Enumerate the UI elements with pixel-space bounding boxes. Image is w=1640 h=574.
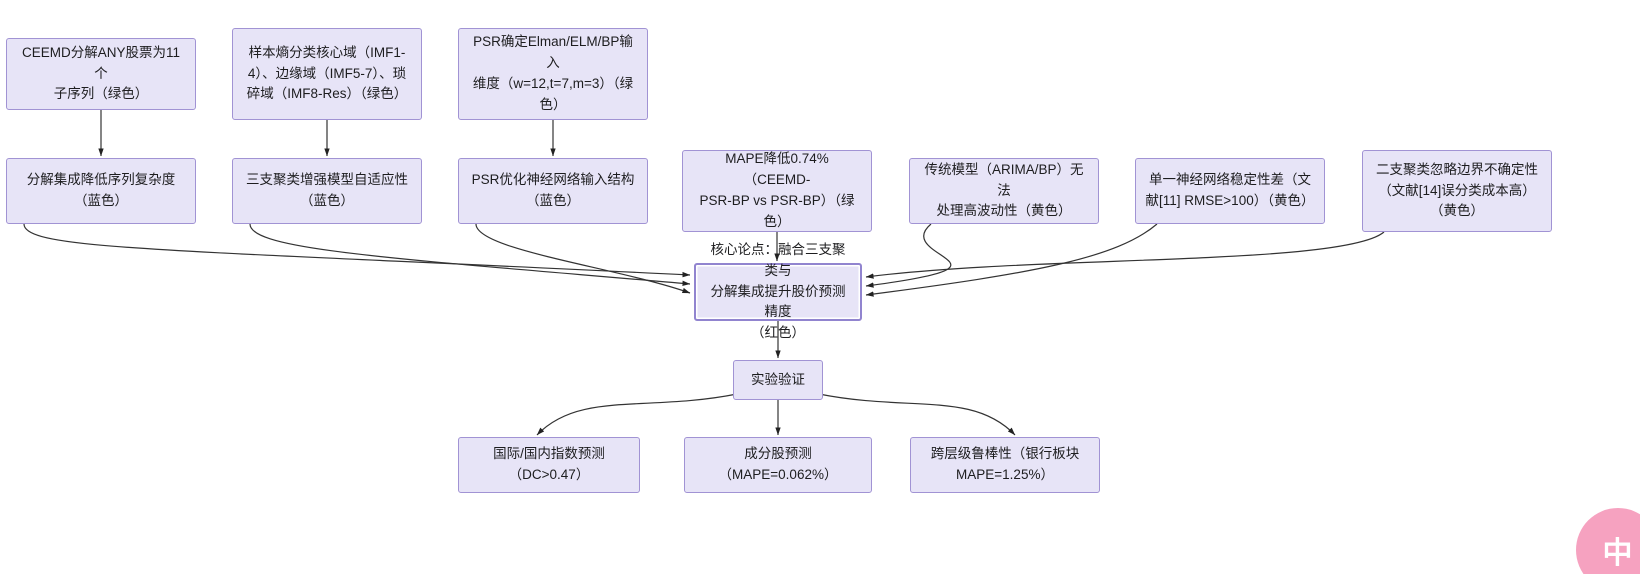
node-label: 传统模型（ARIMA/BP）无法 处理高波动性（黄色） xyxy=(924,161,1084,219)
watermark-badge: 中 xyxy=(1576,508,1640,574)
edge-n10-to-core xyxy=(865,231,1385,279)
watermark-text: 中 xyxy=(1602,537,1634,570)
node-n8[interactable]: 传统模型（ARIMA/BP）无法 处理高波动性（黄色） xyxy=(909,158,1099,224)
node-label: 实验验证 xyxy=(751,371,805,387)
node-n10[interactable]: 二支聚类忽略边界不确定性 （文献[14]误分类成本高） （黄色） xyxy=(1362,150,1552,232)
edge-verify-to-r1 xyxy=(536,393,738,436)
node-n6[interactable]: PSR优化神经网络输入结构 （蓝色） xyxy=(458,158,648,224)
node-label: 单一神经网络稳定性差（文 献[11] RMSE>100）（黄色） xyxy=(1145,172,1315,208)
node-core[interactable]: 核心论点：融合三支聚类与 分解集成提升股价预测精度 （红色） xyxy=(694,242,862,340)
node-label: 国际/国内指数预测 （DC>0.47） xyxy=(493,446,605,482)
node-n4[interactable]: 分解集成降低序列复杂度 （蓝色） xyxy=(6,158,196,224)
node-n2[interactable]: 样本熵分类核心域（IMF1- 4）、边缘域（IMF5-7）、琐 碎域（IMF8-… xyxy=(232,28,422,120)
edge-n8-to-core xyxy=(865,223,952,288)
node-label: 二支聚类忽略边界不确定性 （文献[14]误分类成本高） （黄色） xyxy=(1376,161,1538,219)
node-label: PSR确定Elman/ELM/BP输入 维度（w=12,t=7,m=3）（绿 色… xyxy=(472,34,634,112)
node-label: PSR优化神经网络输入结构 （蓝色） xyxy=(471,172,635,208)
node-n9[interactable]: 单一神经网络稳定性差（文 献[11] RMSE>100）（黄色） xyxy=(1135,158,1325,224)
node-label: 三支聚类增强模型自适应性 （蓝色） xyxy=(246,172,408,208)
edge-verify-to-r3 xyxy=(818,393,1016,436)
edge-n6-to-core xyxy=(475,223,691,294)
node-label: 分解集成降低序列复杂度 （蓝色） xyxy=(26,172,176,208)
node-n5[interactable]: 三支聚类增强模型自适应性 （蓝色） xyxy=(232,158,422,224)
edge-n4-to-core xyxy=(23,223,691,278)
node-r3[interactable]: 跨层级鲁棒性（银行板块 MAPE=1.25%） xyxy=(910,437,1100,493)
node-label: 成分股预测 （MAPE=0.062%） xyxy=(718,446,838,482)
node-label: 样本熵分类核心域（IMF1- 4）、边缘域（IMF5-7）、琐 碎域（IMF8-… xyxy=(246,44,408,102)
node-label: 跨层级鲁棒性（银行板块 MAPE=1.25%） xyxy=(930,446,1080,482)
edge-n9-to-core xyxy=(865,223,1158,297)
node-n7[interactable]: MAPE降低0.74%（CEEMD- PSR-BP vs PSR-BP）（绿 色… xyxy=(682,150,872,232)
node-label: 核心论点：融合三支聚类与 分解集成提升股价预测精度 （红色） xyxy=(710,241,846,341)
node-label: MAPE降低0.74%（CEEMD- PSR-BP vs PSR-BP）（绿 色… xyxy=(699,151,855,229)
node-verify[interactable]: 实验验证 xyxy=(733,360,823,400)
node-label: CEEMD分解ANY股票为11个 子序列（绿色） xyxy=(21,44,181,102)
edge-n5-to-core xyxy=(249,223,691,287)
node-r1[interactable]: 国际/国内指数预测 （DC>0.47） xyxy=(458,437,640,493)
node-r2[interactable]: 成分股预测 （MAPE=0.062%） xyxy=(684,437,872,493)
node-n3[interactable]: PSR确定Elman/ELM/BP输入 维度（w=12,t=7,m=3）（绿 色… xyxy=(458,28,648,120)
node-n1[interactable]: CEEMD分解ANY股票为11个 子序列（绿色） xyxy=(6,38,196,110)
